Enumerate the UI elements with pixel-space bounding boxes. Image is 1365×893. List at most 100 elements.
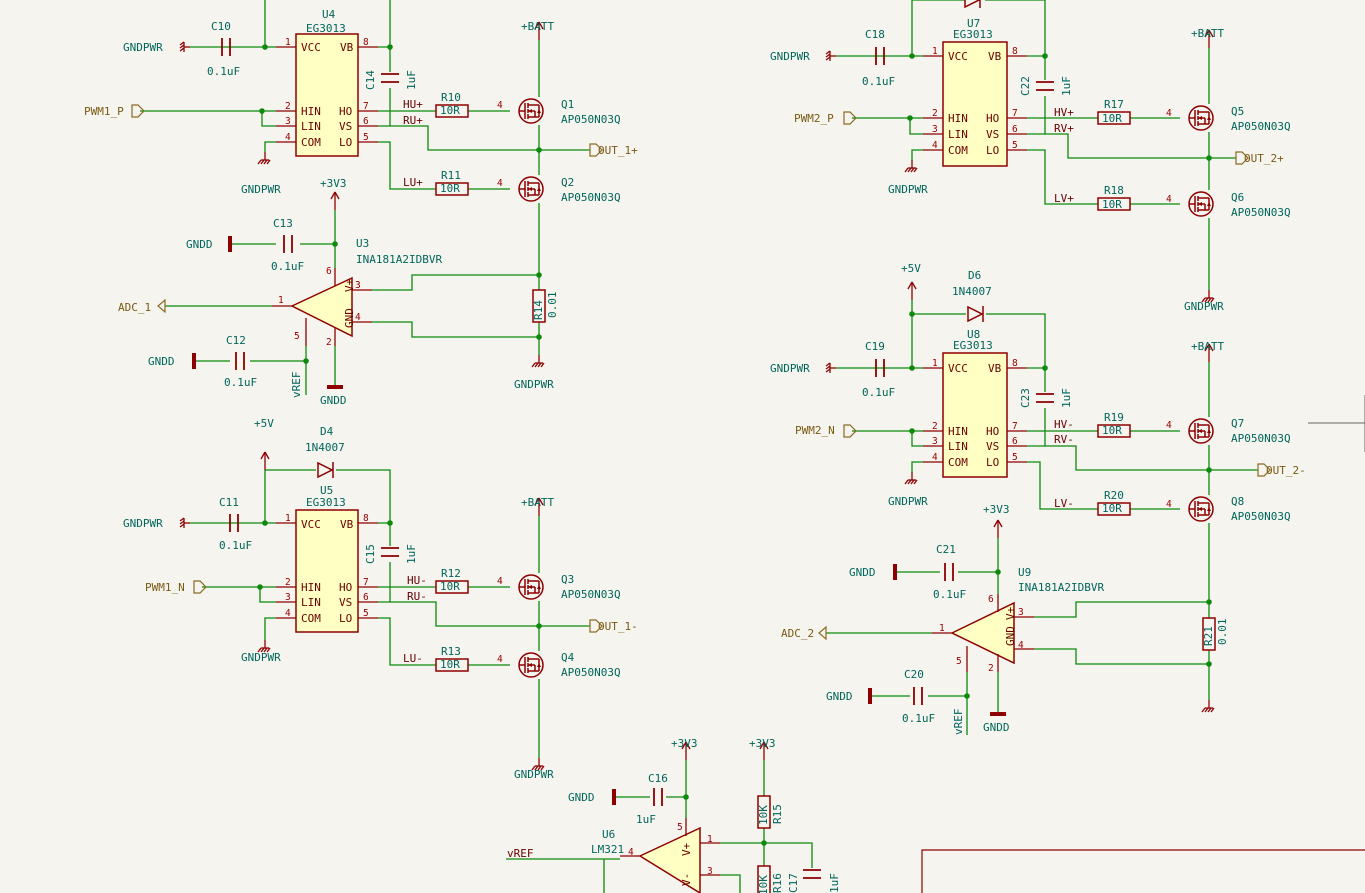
diode-d4[interactable]: D4 1N4007 bbox=[305, 425, 345, 479]
u5-pin-vs: VS bbox=[339, 596, 352, 609]
res-r18[interactable]: 10R R18 bbox=[1097, 184, 1131, 211]
glabel-out2-plus[interactable]: OUT_2+ bbox=[1235, 151, 1284, 165]
glabel-out1-minus[interactable]: OUT_1- bbox=[589, 619, 638, 633]
pin-num: 4 bbox=[932, 140, 938, 151]
mosfet-q2[interactable]: Q2 AP050N03Q bbox=[518, 176, 621, 204]
q3-ref: Q3 bbox=[561, 573, 574, 586]
driver-u8[interactable]: U8 EG3013 VCC VB HIN HO LIN VS COM LO 1 … bbox=[923, 328, 1027, 478]
mosfet-q8[interactable]: Q8 AP050N03Q bbox=[1188, 495, 1291, 523]
c22-value: 1uF bbox=[1060, 76, 1073, 96]
pin-num: 2 bbox=[932, 108, 938, 119]
v3v3-label: +3V3 bbox=[749, 737, 776, 750]
gndd-c16: GNDD bbox=[568, 789, 616, 805]
mosfet-q4[interactable]: Q4 AP050N03Q bbox=[518, 651, 621, 679]
pin-num: 4 bbox=[497, 100, 503, 111]
res-r19[interactable]: 10R R19 bbox=[1097, 411, 1131, 438]
glabel-adc1[interactable]: ADC_1 bbox=[118, 298, 166, 314]
res-r14[interactable]: R14 0.01 bbox=[532, 289, 559, 323]
diode-d6[interactable]: D6 1N4007 bbox=[952, 269, 992, 323]
glabel-adc2[interactable]: ADC_2 bbox=[781, 625, 827, 641]
c11-value: 0.1uF bbox=[219, 539, 252, 552]
cap-c15[interactable]: C15 1uF bbox=[364, 544, 418, 564]
gndpwr-q4: GNDPWR bbox=[514, 757, 554, 781]
cap-c11[interactable]: C11 0.1uF bbox=[219, 496, 252, 552]
u4-body[interactable] bbox=[295, 33, 359, 157]
r18-ref: R18 bbox=[1104, 184, 1124, 197]
amp-u9[interactable]: U9 INA181A2IDBVR GND V+ 3 4 1 6 2 5 bbox=[932, 566, 1104, 674]
u7-pin-vcc: VCC bbox=[948, 50, 968, 63]
r12-value: 10R bbox=[440, 580, 460, 593]
cap-c23[interactable]: C23 1uF bbox=[1019, 388, 1073, 408]
pin-num: 4 bbox=[1166, 499, 1172, 510]
cap-c10[interactable]: C10 0.1uF bbox=[207, 20, 240, 78]
batt-label: +BATT bbox=[521, 20, 554, 33]
res-r12[interactable]: 10R R12 bbox=[435, 567, 469, 594]
res-r15[interactable]: 10K R15 bbox=[757, 795, 784, 829]
pin-num: 4 bbox=[497, 178, 503, 189]
pin-num: 3 bbox=[285, 116, 291, 127]
res-r16[interactable]: 10K R16 bbox=[757, 865, 784, 893]
res-r21[interactable]: R21 0.01 bbox=[1202, 617, 1229, 651]
driver-u4[interactable]: U4 EG3013 VCC VB HIN HO LIN VS COM LO 1 … bbox=[276, 8, 378, 157]
u6-ref: U6 bbox=[602, 828, 615, 841]
u9-ref: U9 bbox=[1018, 566, 1031, 579]
glabel-pwm2-n[interactable]: PWM2_N bbox=[795, 424, 857, 438]
u3-vplus: V+ bbox=[343, 278, 356, 292]
glabel-out2-minus[interactable]: OUT_2- bbox=[1257, 463, 1306, 477]
pin-num: 8 bbox=[363, 37, 369, 48]
res-r17[interactable]: 10R R17 bbox=[1097, 98, 1131, 125]
pin-num: 6 bbox=[326, 266, 332, 277]
cap-c20[interactable]: C20 0.1uF bbox=[902, 668, 935, 725]
gndpwr-label: GNDPWR bbox=[770, 362, 810, 375]
power-batt-q7: +BATT bbox=[1191, 340, 1224, 363]
r16-ref: R16 bbox=[771, 873, 784, 893]
cap-c14[interactable]: C14 1uF bbox=[364, 70, 418, 90]
glabel-pwm2-p[interactable]: PWM2_P bbox=[794, 111, 857, 125]
res-r10[interactable]: 10R R10 bbox=[435, 91, 469, 118]
c13-value: 0.1uF bbox=[271, 260, 304, 273]
mosfet-q5[interactable]: Q5 AP050N03Q bbox=[1188, 105, 1291, 133]
pin-num: 1 bbox=[285, 37, 291, 48]
pin-num: 2 bbox=[285, 577, 291, 588]
u5-pin-com: COM bbox=[301, 612, 321, 625]
glabel-pwm1-p[interactable]: PWM1_P bbox=[84, 104, 145, 118]
cap-c12[interactable]: C12 0.1uF bbox=[224, 334, 257, 389]
v5-label: +5V bbox=[254, 417, 274, 430]
pwm2-n-text: PWM2_N bbox=[795, 424, 835, 437]
driver-u5[interactable]: U5 EG3013 VCC VB HIN HO LIN VS COM LO 1 … bbox=[276, 484, 378, 633]
pin-num: 3 bbox=[707, 866, 713, 877]
q2-ref: Q2 bbox=[561, 176, 574, 189]
wires-u7 bbox=[836, 0, 1236, 290]
out2-plus-text: OUT_2+ bbox=[1244, 152, 1284, 165]
mosfet-q6[interactable]: Q6 AP050N03Q bbox=[1188, 191, 1291, 219]
u5-pin-ho: HO bbox=[339, 581, 352, 594]
c21-value: 0.1uF bbox=[933, 588, 966, 601]
mosfet-q3[interactable]: Q3 AP050N03Q bbox=[518, 573, 621, 601]
mosfet-q7[interactable]: Q7 AP050N03Q bbox=[1188, 417, 1291, 445]
r18-value: 10R bbox=[1102, 198, 1122, 211]
driver-u7[interactable]: U7 EG3013 VCC VB HIN HO LIN VS COM LO 1 … bbox=[923, 17, 1027, 167]
cap-c19[interactable]: C19 0.1uF bbox=[862, 340, 895, 399]
gndd-u3-bottom: GNDD bbox=[320, 385, 347, 407]
mosfet-q1[interactable]: Q1 AP050N03Q bbox=[518, 98, 621, 126]
res-r13[interactable]: 10R R13 bbox=[435, 645, 469, 672]
glabel-out1-plus[interactable]: OUT_1+ bbox=[589, 143, 638, 157]
d6-value: 1N4007 bbox=[952, 285, 992, 298]
cap-c13[interactable]: C13 0.1uF bbox=[271, 217, 304, 273]
res-r11[interactable]: 10R R11 bbox=[435, 169, 469, 196]
pin-num: 2 bbox=[988, 663, 994, 674]
glabel-pwm1-n[interactable]: PWM1_N bbox=[145, 580, 207, 594]
u7-pin-vs: VS bbox=[986, 128, 999, 141]
cap-c21[interactable]: C21 0.1uF bbox=[933, 543, 966, 601]
amp-u3[interactable]: U3 INA181A2IDBVR GND V+ 3 4 1 6 2 5 bbox=[272, 237, 442, 348]
c18-value: 0.1uF bbox=[862, 75, 895, 88]
cap-c16[interactable]: C16 1uF bbox=[636, 772, 668, 826]
cap-c17[interactable]: C17 1uF bbox=[787, 869, 841, 893]
u5-pin-vcc: VCC bbox=[301, 518, 321, 531]
res-r20[interactable]: 10R R20 bbox=[1097, 489, 1131, 516]
cap-c22[interactable]: C22 1uF bbox=[1019, 76, 1073, 96]
amp-u6[interactable]: U6 LM321 V+ V- 1 3 4 5 bbox=[591, 818, 720, 893]
c17-value: 1uF bbox=[828, 873, 841, 893]
cap-c18[interactable]: C18 0.1uF bbox=[862, 28, 895, 88]
